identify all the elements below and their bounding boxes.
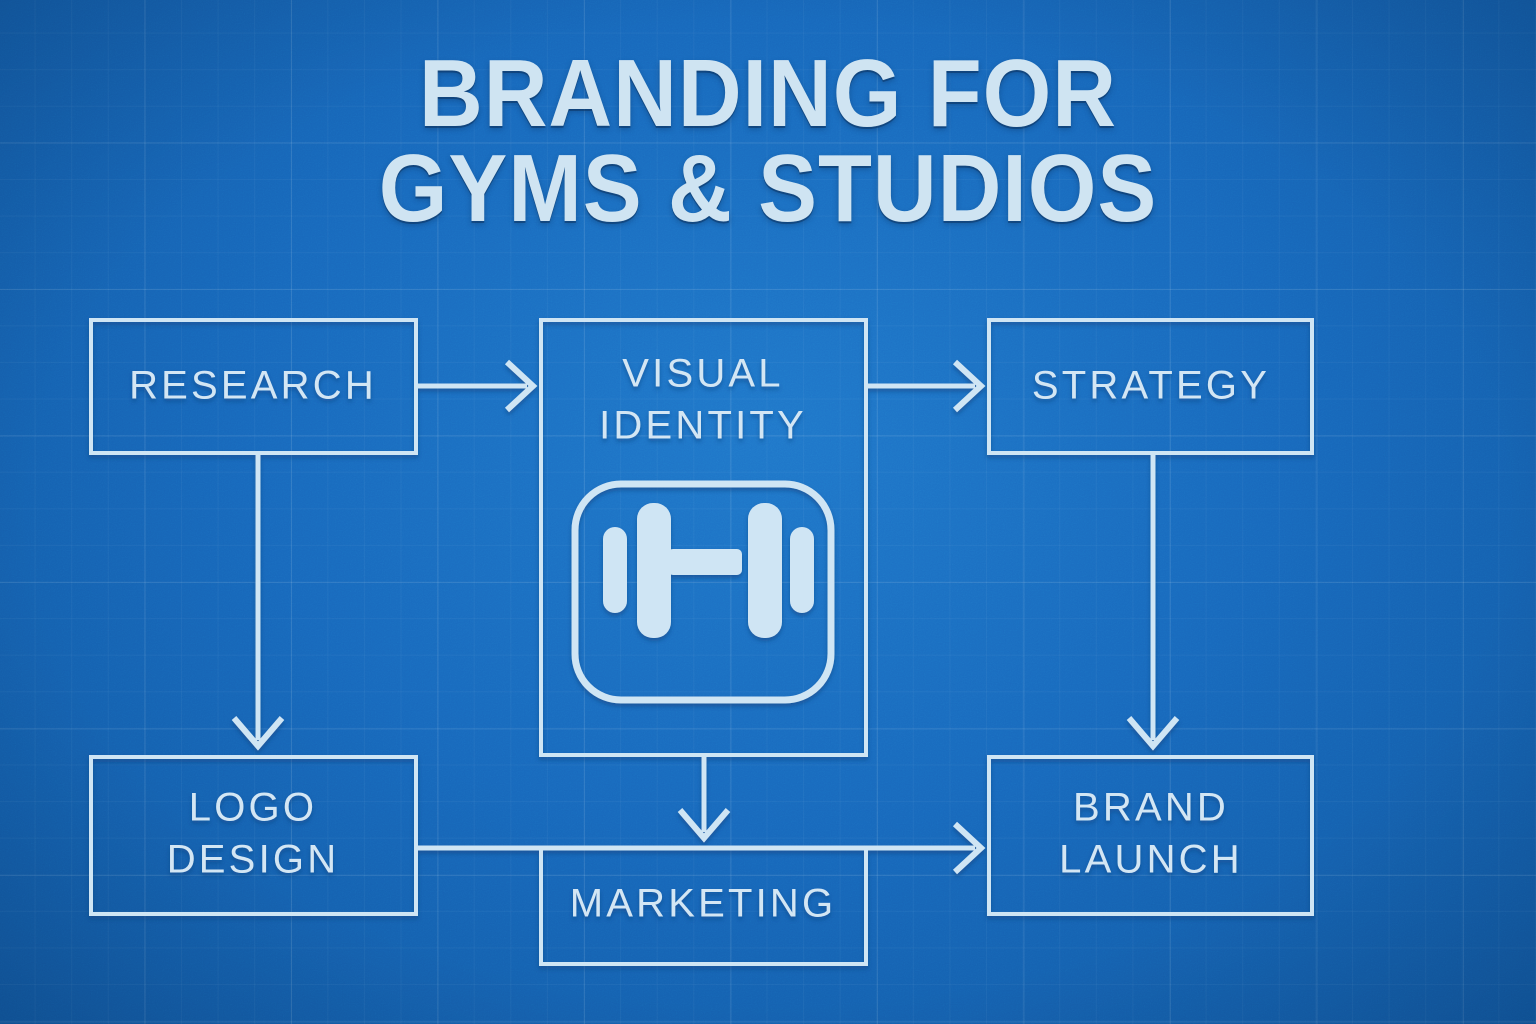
node-brand-launch-label-line-2: LAUNCH xyxy=(1059,838,1243,882)
node-brand-launch[interactable]: BRAND LAUNCH xyxy=(987,755,1314,916)
node-brand-launch-label-line-1: BRAND xyxy=(1073,786,1229,830)
node-logo-design-label-line-2: DESIGN xyxy=(167,838,340,882)
node-research[interactable]: RESEARCH xyxy=(89,318,418,455)
node-research-label: RESEARCH xyxy=(129,364,377,408)
edge-strategy-to-brand-launch xyxy=(1126,453,1180,751)
node-visual-identity[interactable]: VISUAL IDENTITY xyxy=(539,318,868,757)
node-marketing-label: MARKETING xyxy=(570,882,837,926)
node-brand-launch-box[interactable] xyxy=(987,755,1314,916)
node-visual-identity-label-line-2: IDENTITY xyxy=(599,404,807,448)
node-research-box[interactable] xyxy=(89,318,418,455)
title-line-2: GYMS & STUDIOS xyxy=(378,135,1158,243)
node-strategy[interactable]: STRATEGY xyxy=(987,318,1314,455)
edge-visual-to-strategy xyxy=(866,359,986,413)
edge-research-to-visual xyxy=(416,359,538,413)
node-strategy-label: STRATEGY xyxy=(1032,364,1270,408)
node-visual-identity-box[interactable] xyxy=(539,318,868,757)
node-logo-design[interactable]: LOGO DESIGN xyxy=(89,755,418,916)
node-logo-design-box[interactable] xyxy=(89,755,418,916)
edge-visual-to-marketing xyxy=(677,755,731,843)
page-title: BRANDING FOR GYMS & STUDIOS xyxy=(61,40,1474,243)
node-strategy-box[interactable] xyxy=(987,318,1314,455)
node-visual-identity-label-line-1: VISUAL xyxy=(622,352,784,396)
edge-research-to-logo-design xyxy=(231,453,285,751)
node-marketing[interactable]: MARKETING xyxy=(539,846,868,966)
node-logo-design-label-line-1: LOGO xyxy=(189,786,317,830)
node-marketing-box[interactable] xyxy=(539,846,868,966)
title-line-1: BRANDING FOR xyxy=(419,40,1117,147)
dumbbell-icon xyxy=(571,480,835,704)
